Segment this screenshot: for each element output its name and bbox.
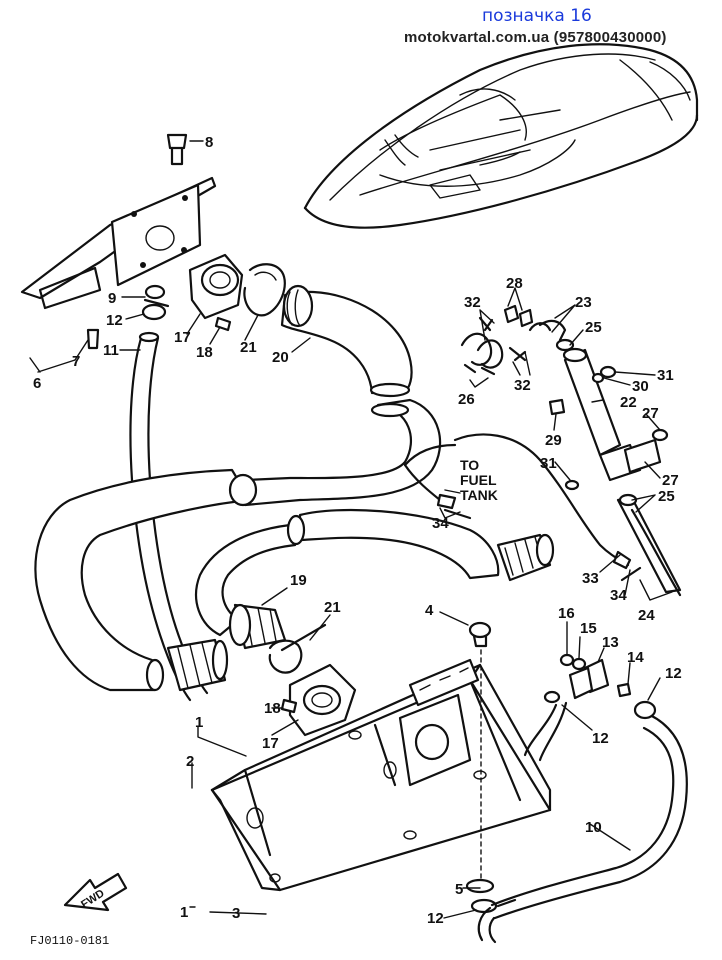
callout-18-upper: 18 [196, 344, 213, 361]
callout-30: 30 [632, 378, 649, 395]
callout-21-upper: 21 [240, 339, 257, 356]
water-box-muffler [210, 658, 552, 892]
callout-10: 10 [585, 819, 602, 836]
callout-32-upper: 32 [464, 294, 481, 311]
callout-17-upper: 17 [174, 329, 191, 346]
callout-31-lower: 31 [540, 455, 557, 472]
fuel-tank-note: TO FUEL TANK [444, 457, 498, 503]
callout-22: 22 [620, 394, 637, 411]
callout-12-bottom: 12 [427, 910, 444, 927]
callout-14: 14 [627, 649, 644, 666]
callout-25-upper: 25 [585, 319, 602, 336]
drain-plug-4 [468, 621, 492, 886]
callout-16: 16 [558, 605, 575, 622]
callout-19: 19 [290, 572, 307, 589]
page-title: позначка 16 [482, 6, 592, 26]
callout-6: 6 [33, 375, 41, 392]
callout-32-lower: 32 [514, 377, 531, 394]
callout-4: 4 [425, 602, 434, 619]
callout-11: 11 [103, 342, 119, 359]
callout-13: 13 [602, 634, 619, 651]
hose-33 [403, 433, 642, 582]
callout-12-right: 12 [665, 665, 682, 682]
callout-12-upper: 12 [106, 312, 123, 329]
callout-18-lower: 18 [264, 700, 281, 717]
callout-3: 3 [232, 905, 240, 922]
callout-23: 23 [575, 294, 592, 311]
clips-26-28-32 [460, 304, 575, 376]
callout-1-upper: 1 [195, 714, 203, 731]
callout-25-lower: 25 [658, 488, 675, 505]
rubber-joint-left [166, 638, 229, 692]
diagram-code: FJ0110-0181 [30, 934, 110, 948]
pipe-20 [280, 284, 413, 398]
callout-24: 24 [638, 607, 655, 624]
callout-15: 15 [580, 620, 597, 637]
mounting-bracket-assembly [20, 133, 217, 350]
callout-numbers: 8 9 12 11 7 6 17 18 21 20 19 21 18 17 1 … [33, 134, 682, 927]
fitting-9-12 [141, 284, 170, 321]
callout-34-right: 34 [610, 587, 627, 604]
callout-5: 5 [455, 881, 463, 898]
callout-29: 29 [545, 432, 562, 449]
callout-34-left: 34 [432, 515, 449, 532]
callout-7-upper: 7 [72, 353, 80, 370]
callout-27-upper: 27 [642, 405, 659, 422]
callout-31-upper: 31 [657, 367, 674, 384]
hose-10 [477, 700, 688, 944]
pipe-19 [195, 508, 555, 637]
fwd-arrow-icon: FWD [63, 872, 128, 912]
callout-9: 9 [108, 290, 116, 307]
watercraft-hull-illustration [303, 43, 699, 229]
callout-27-lower: 27 [662, 472, 679, 489]
callout-17-lower: 17 [262, 735, 279, 752]
callout-8: 8 [205, 134, 213, 151]
callout-2: 2 [186, 753, 194, 770]
callout-33: 33 [582, 570, 599, 587]
callout-21-lower: 21 [324, 599, 341, 616]
plug-5-washer-12 [465, 878, 517, 914]
fuel-note-line2: FUEL [460, 472, 497, 488]
callout-28: 28 [506, 275, 523, 292]
pipe-22-assembly [548, 347, 682, 597]
callout-20: 20 [272, 349, 289, 366]
fuel-note-line3: TANK [460, 487, 498, 503]
site-watermark: motokvartal.com.ua (957800430000) [404, 29, 667, 46]
long-pipe-middle [34, 398, 442, 692]
fuel-note-line1: TO [460, 457, 479, 473]
leader-lines [29, 140, 673, 919]
callout-26: 26 [458, 391, 475, 408]
joint-19-assembly [228, 603, 357, 737]
callout-1-lower: 1 [180, 904, 188, 921]
fitting-cluster-13 [523, 653, 632, 762]
flange-upper [188, 253, 286, 332]
callout-12-mid: 12 [592, 730, 609, 747]
